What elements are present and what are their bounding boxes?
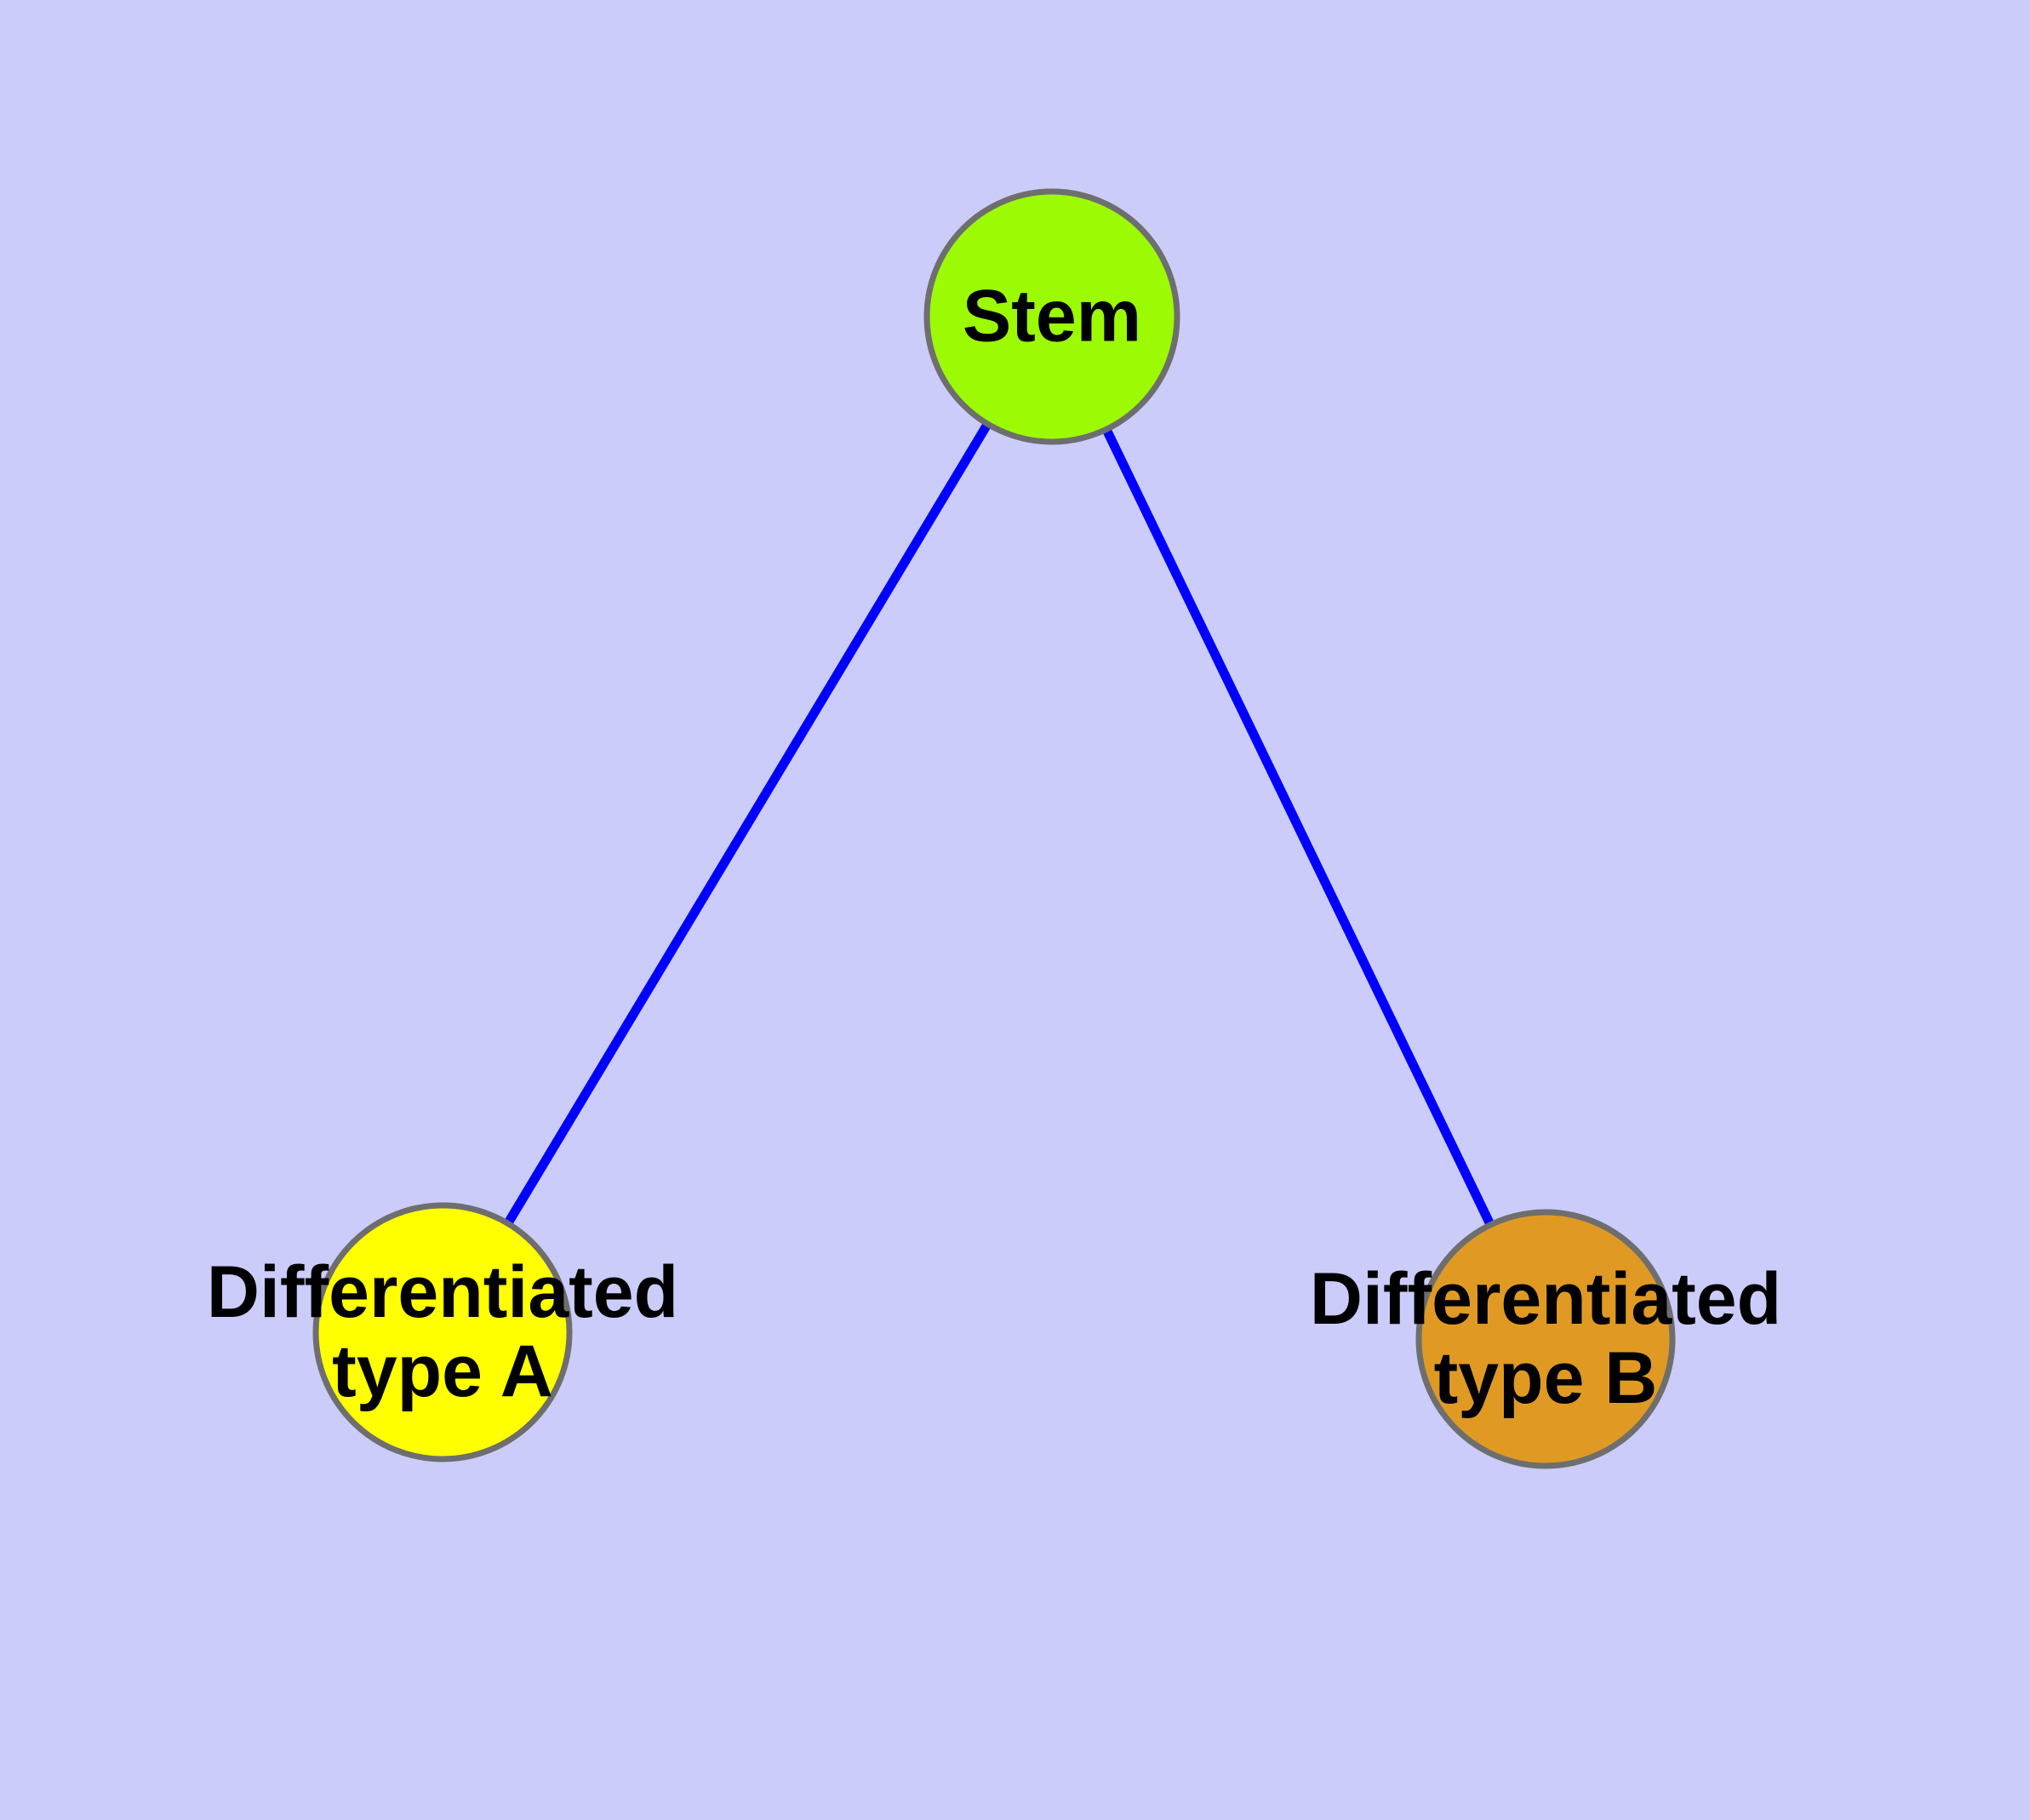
graph-edge[interactable] <box>438 314 1056 1335</box>
nodes-layer <box>312 188 1676 1469</box>
edges-layer <box>438 314 1550 1342</box>
graph-edge[interactable] <box>1048 314 1550 1342</box>
graph-node-diff_a[interactable] <box>312 1202 573 1462</box>
graph-node-diff_b[interactable] <box>1415 1209 1676 1469</box>
graph-node-stem[interactable] <box>923 188 1180 445</box>
